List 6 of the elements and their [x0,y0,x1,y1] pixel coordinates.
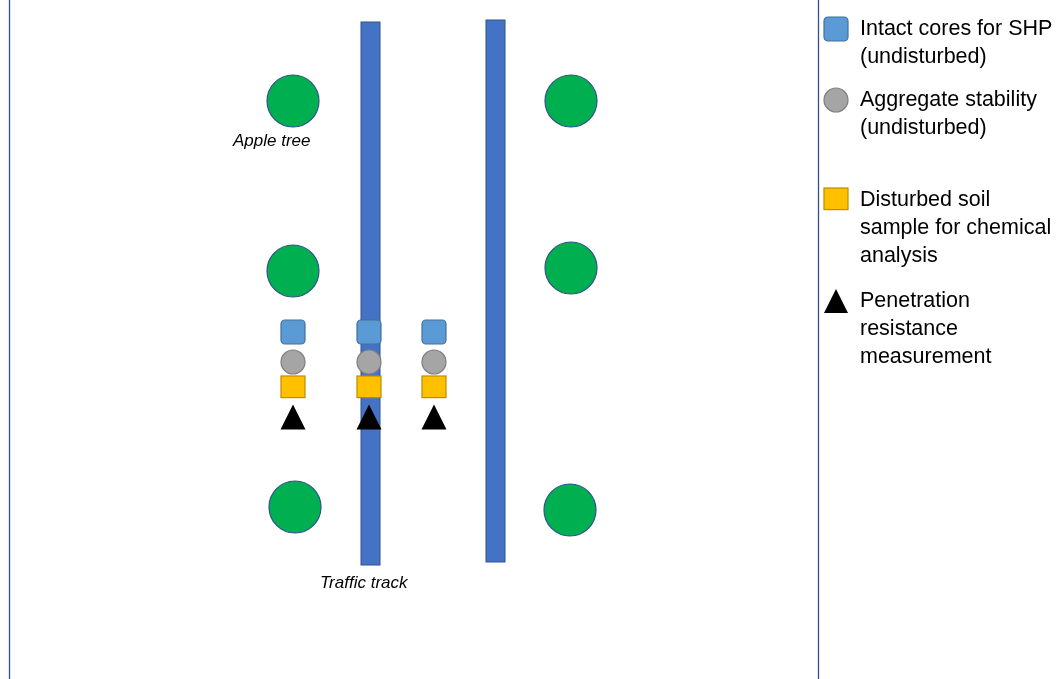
legend-text: Aggregate stability (undisturbed) [860,86,1038,141]
legend-text: Penetration resistance measurement [860,287,993,370]
caption-text: Traffic track [320,573,408,593]
legend-text: Disturbed soil sample for chemical analysis [860,186,1053,269]
legend-text: Intact cores for SHP (undisturbed) [860,15,1053,70]
caption-text: Apple tree [233,131,311,151]
